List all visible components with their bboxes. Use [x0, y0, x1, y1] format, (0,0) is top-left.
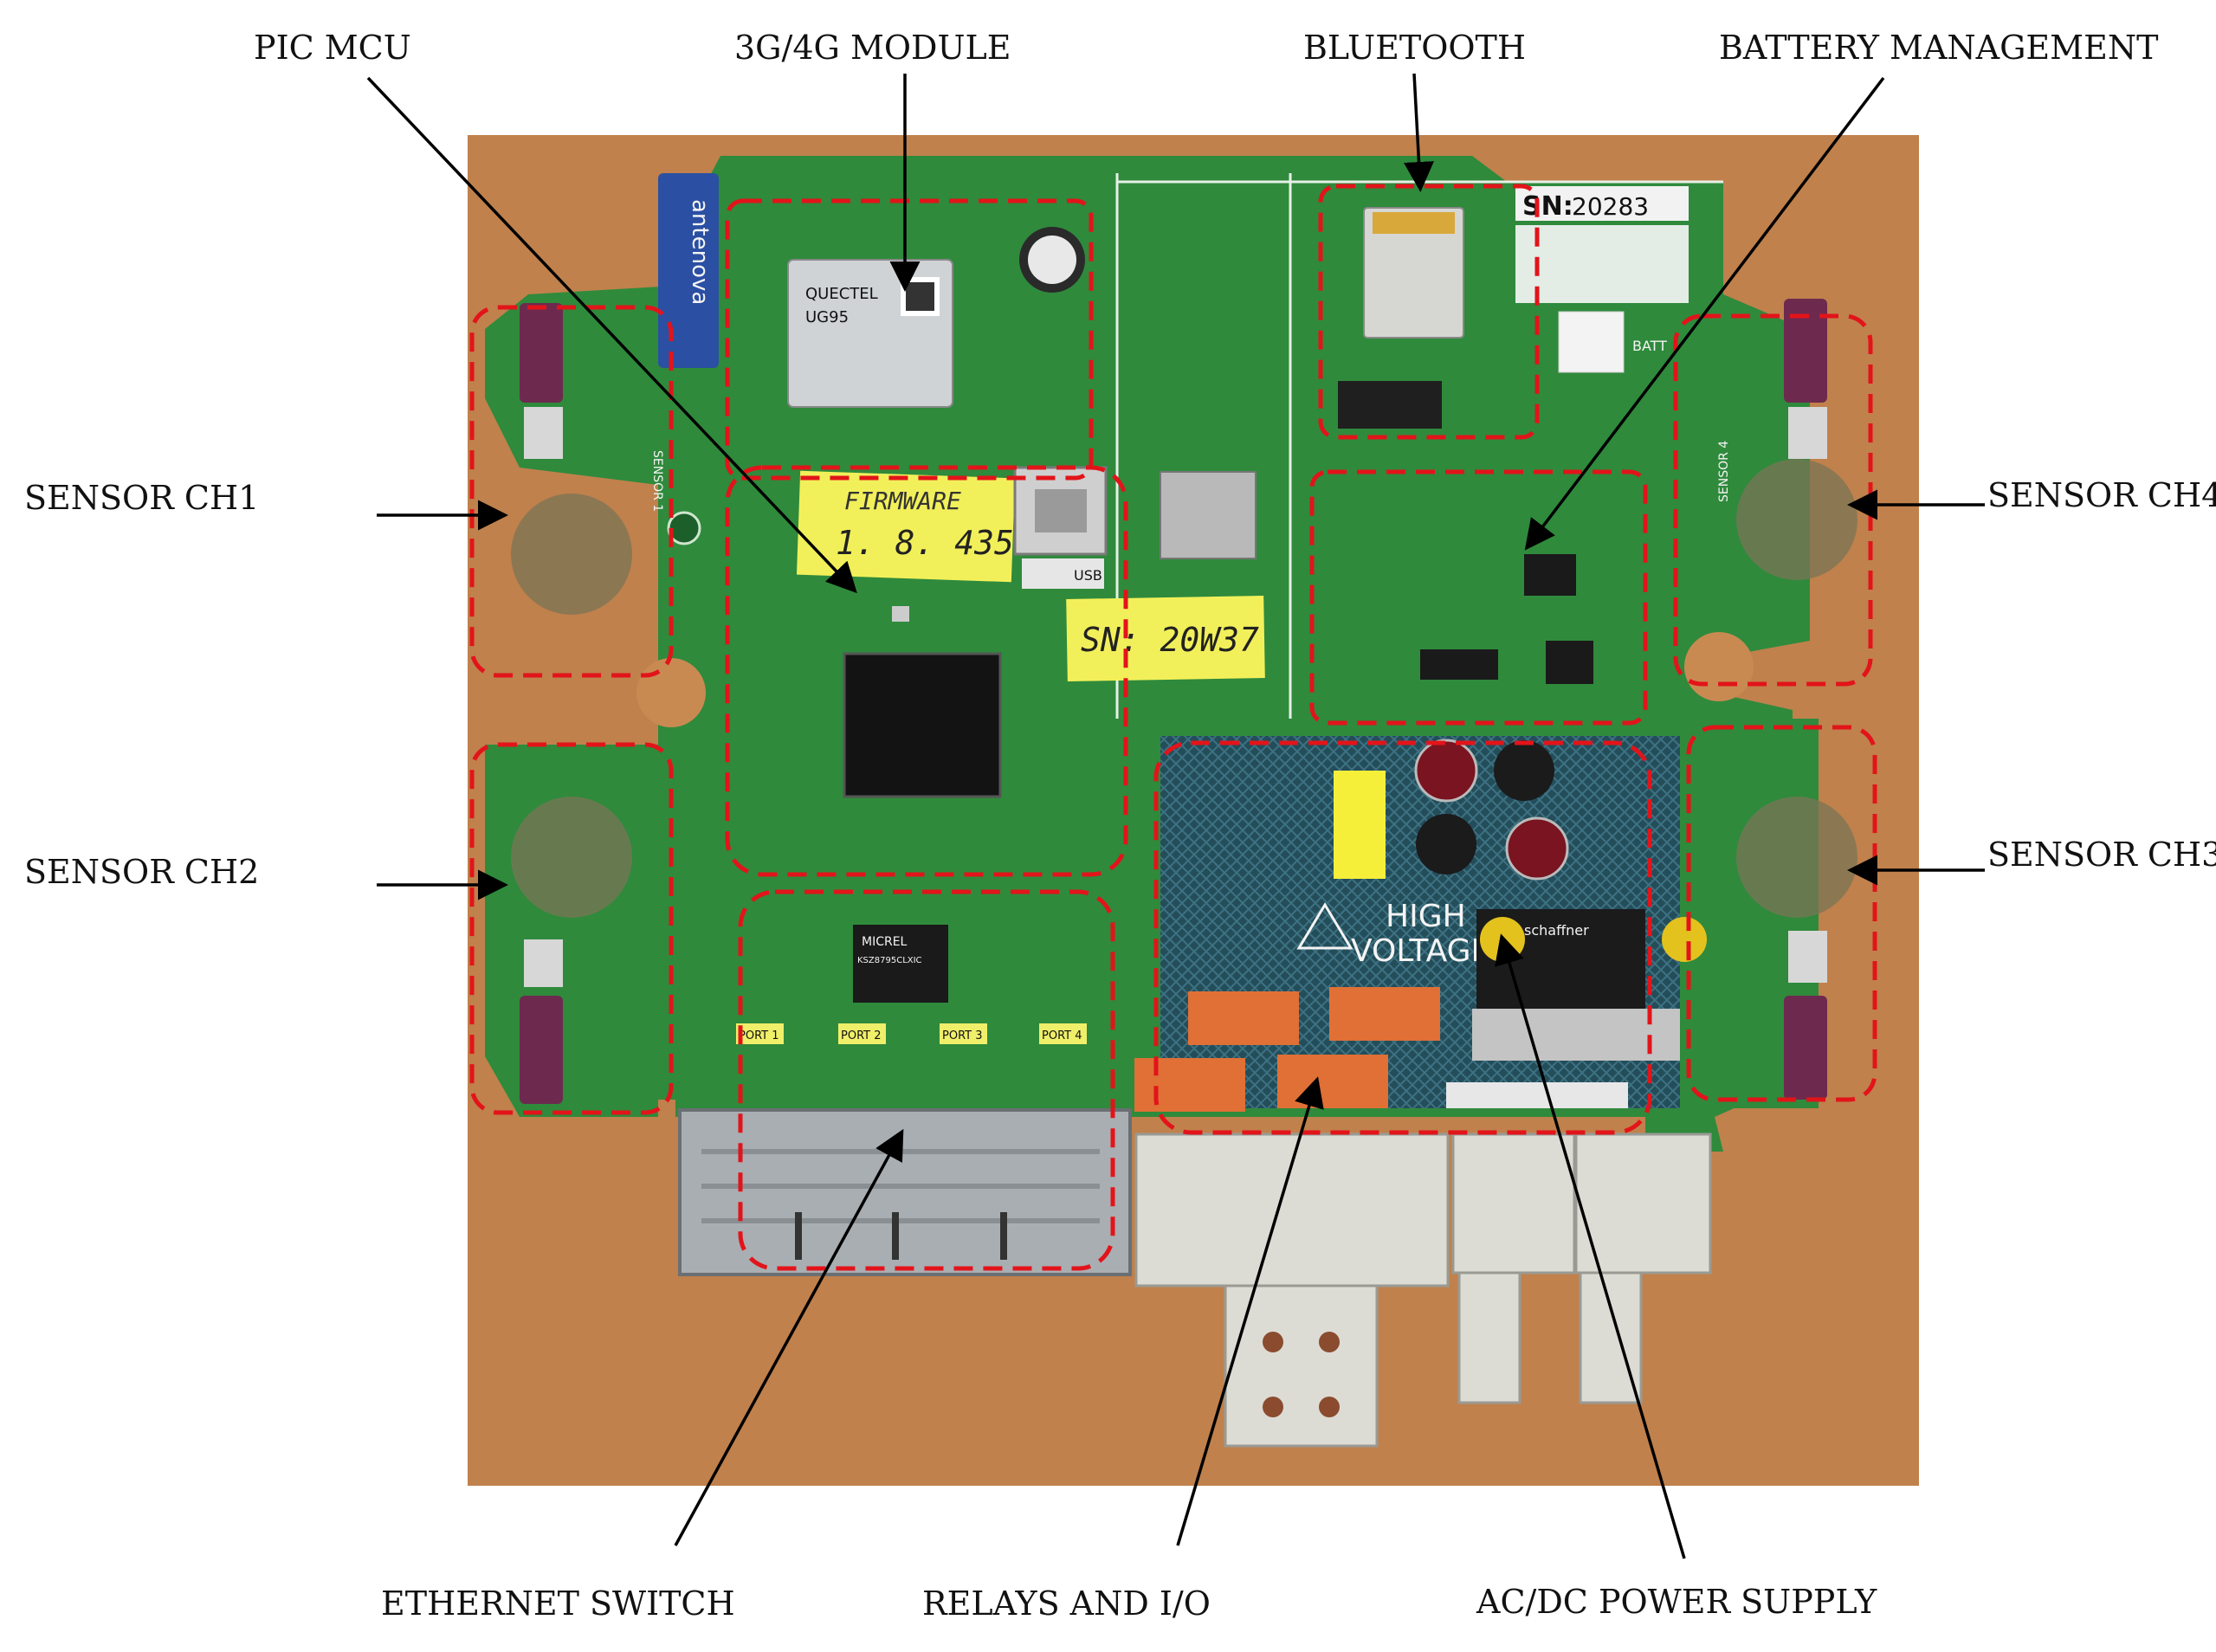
label-sensor-ch3: SENSOR CH3 — [1987, 836, 2216, 874]
sensor-connectors: SENSOR 1 SENSOR 4 — [511, 299, 1857, 1104]
sn-note: SN: 20W37 — [1081, 621, 1259, 659]
serial-number: 20283 — [1572, 192, 1649, 221]
arrow-bluetooth — [1404, 73, 1434, 192]
high-voltage-area: HIGH VOLTAGE schaffner — [1160, 736, 1707, 1108]
firmware-note-line1: FIRMWARE — [844, 487, 961, 515]
switch-chip-part: KSZ8795CLXIC — [857, 956, 922, 965]
label-sensor-ch4: SENSOR CH4 — [1987, 476, 2216, 514]
port-labels: PORT 1 PORT 2 PORT 3 PORT 4 — [736, 1023, 1087, 1044]
modem-brand: QUECTEL — [805, 285, 878, 303]
label-ethernet-switch: ETHERNET SWITCH — [381, 1584, 735, 1623]
ethernet-jacks — [678, 1108, 1132, 1276]
antenna-brand: antenova — [687, 199, 713, 305]
antenna-module: antenova — [658, 173, 719, 368]
label-bluetooth: BLUETOOTH — [1303, 29, 1526, 67]
arrow-ethernet-switch — [674, 1128, 904, 1546]
zone-3g4g-module — [725, 198, 1094, 481]
high-voltage-line2: VOLTAGE — [1351, 933, 1490, 969]
serial-label: SN: — [1522, 191, 1573, 222]
zone-ethernet-switch — [738, 889, 1115, 1271]
arrow-pic-mcu — [366, 76, 857, 594]
modem-model: UG95 — [805, 308, 849, 326]
port-4-label: PORT 4 — [1042, 1029, 1082, 1042]
label-battery-management: BATTERY MANAGEMENT — [1719, 29, 2158, 67]
sensor-silk-4: SENSOR 4 — [1717, 441, 1731, 502]
firmware-note-line2: 1. 8. 4357 — [836, 524, 1034, 562]
usb-label: USB — [1074, 567, 1102, 584]
arrow-relays-io — [1176, 1076, 1324, 1546]
firmware-sticky-note: FIRMWARE 1. 8. 4357 — [796, 470, 1034, 583]
sensor-silk-1: SENSOR 1 — [650, 450, 664, 512]
zone-sensor-ch2 — [469, 742, 674, 1115]
port-3-label: PORT 3 — [942, 1029, 983, 1042]
label-3g4g-module: 3G/4G MODULE — [734, 29, 1011, 67]
zone-sensor-ch1 — [469, 305, 674, 678]
high-voltage-line1: HIGH — [1386, 899, 1466, 934]
port-1-label: PORT 1 — [739, 1029, 779, 1042]
serial-sticker: SN: 20283 BATT — [1515, 186, 1689, 373]
arrow-acdc-power-supply — [1495, 933, 1686, 1559]
sn-sticky-note: SN: 20W37 — [1066, 596, 1265, 681]
leader-arrows — [366, 73, 1985, 1559]
filter-brand: schaffner — [1524, 922, 1589, 939]
label-relays-io: RELAYS AND I/O — [922, 1584, 1211, 1623]
usb-connector: USB — [1013, 466, 1108, 589]
label-pic-mcu: PIC MCU — [254, 29, 411, 67]
mcu-chip — [843, 606, 1002, 798]
label-acdc-power-supply: AC/DC POWER SUPPLY — [1476, 1583, 1877, 1621]
ethernet-switch-chip: MICREL KSZ8795CLXIC — [853, 925, 948, 1003]
callout-labels: PIC MCU 3G/4G MODULE BLUETOOTH BATTERY M… — [24, 29, 2216, 1623]
arrow-battery-management — [1524, 76, 1885, 551]
bluetooth-chip — [1338, 207, 1464, 429]
port-2-label: PORT 2 — [841, 1029, 882, 1042]
label-sensor-ch1: SENSOR CH1 — [24, 479, 259, 517]
relay-blocks — [1134, 987, 1440, 1112]
switch-chip-brand: MICREL — [862, 935, 908, 949]
zone-relays-io — [1153, 740, 1652, 1135]
zone-battery-management — [1309, 469, 1648, 726]
battery-management-parts — [1420, 554, 1593, 684]
zone-sensor-ch3 — [1686, 725, 1877, 1102]
modem-chip: QUECTEL UG95 — [787, 227, 1085, 408]
zone-pic-mcu — [725, 465, 1128, 877]
sd-card-slot — [1160, 471, 1257, 559]
battery-silk: BATT — [1632, 338, 1667, 354]
label-sensor-ch2: SENSOR CH2 — [24, 853, 259, 891]
